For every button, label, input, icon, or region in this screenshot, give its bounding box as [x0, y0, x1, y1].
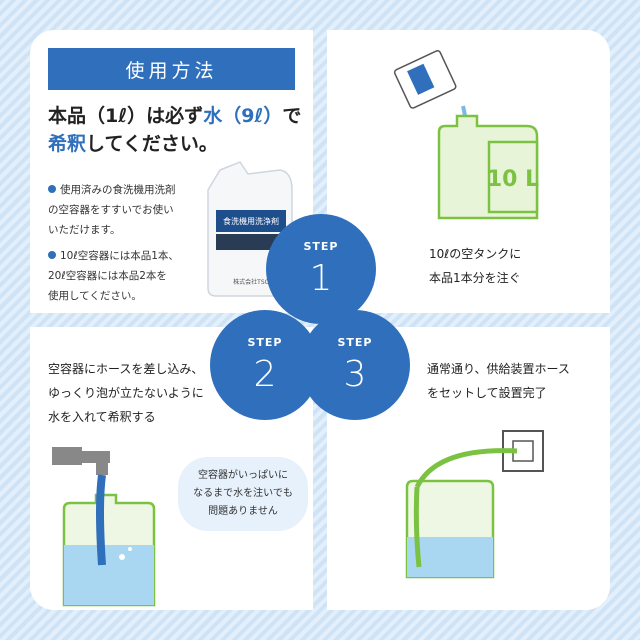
- faucet-icon: [52, 447, 156, 607]
- headline-text-2: で: [282, 105, 302, 127]
- bullet-rinse: 使用済みの食洗機用洗剤 の空容器をすすいでお使い いただけます。: [48, 184, 176, 236]
- step3-description: 通常通り、供給装置ホース をセットして設置完了: [427, 362, 570, 400]
- svg-text:食洗機用洗浄剤: 食洗機用洗浄剤: [223, 216, 279, 226]
- hose-icon: [414, 448, 518, 489]
- bullet-dot-icon: [48, 185, 56, 193]
- svg-text:10 L: 10 L: [487, 167, 539, 192]
- usage-headline: 本品（1ℓ）は必ず水（9ℓ）で 希釈してください。: [48, 102, 308, 158]
- headline-water: 水（9ℓ）: [203, 105, 283, 127]
- step1-badge: STEP 1: [266, 214, 376, 324]
- usage-title: 使用方法: [48, 48, 295, 90]
- headline-text-1: 本品（1ℓ）は必ず: [48, 105, 204, 127]
- svg-text:株式会社TSC: 株式会社TSC: [233, 278, 269, 286]
- headline-text-3: してください。: [86, 133, 218, 155]
- step3-badge: STEP 3: [300, 310, 410, 420]
- usage-panel: 使用方法 本品（1ℓ）は必ず水（9ℓ）で 希釈してください。 使用済みの食洗機用…: [30, 30, 313, 313]
- step2-badge: STEP 2: [210, 310, 320, 420]
- outlet-icon: [405, 430, 544, 579]
- step1-description: 10ℓの空タンクに 本品1本分を注ぐ: [429, 247, 522, 285]
- headline-dilute: 希釈: [48, 133, 87, 155]
- bullet-quantity: 10ℓ空容器には本品1本、 20ℓ空容器には本品2本を 使用してください。: [48, 250, 179, 302]
- step1-panel: 10 L 10ℓの空タンクに 本品1本分を注ぐ: [327, 30, 610, 313]
- step2-description: 空容器にホースを差し込み、 ゆっくり泡が立たないように 水を入れて希釈する: [48, 362, 204, 424]
- bullet-dot-icon: [48, 251, 56, 259]
- tank-icon: 10 L: [393, 50, 539, 220]
- step2-note-bubble: 空容器がいっぱいに なるまで水を注いでも 問題ありません: [178, 457, 308, 531]
